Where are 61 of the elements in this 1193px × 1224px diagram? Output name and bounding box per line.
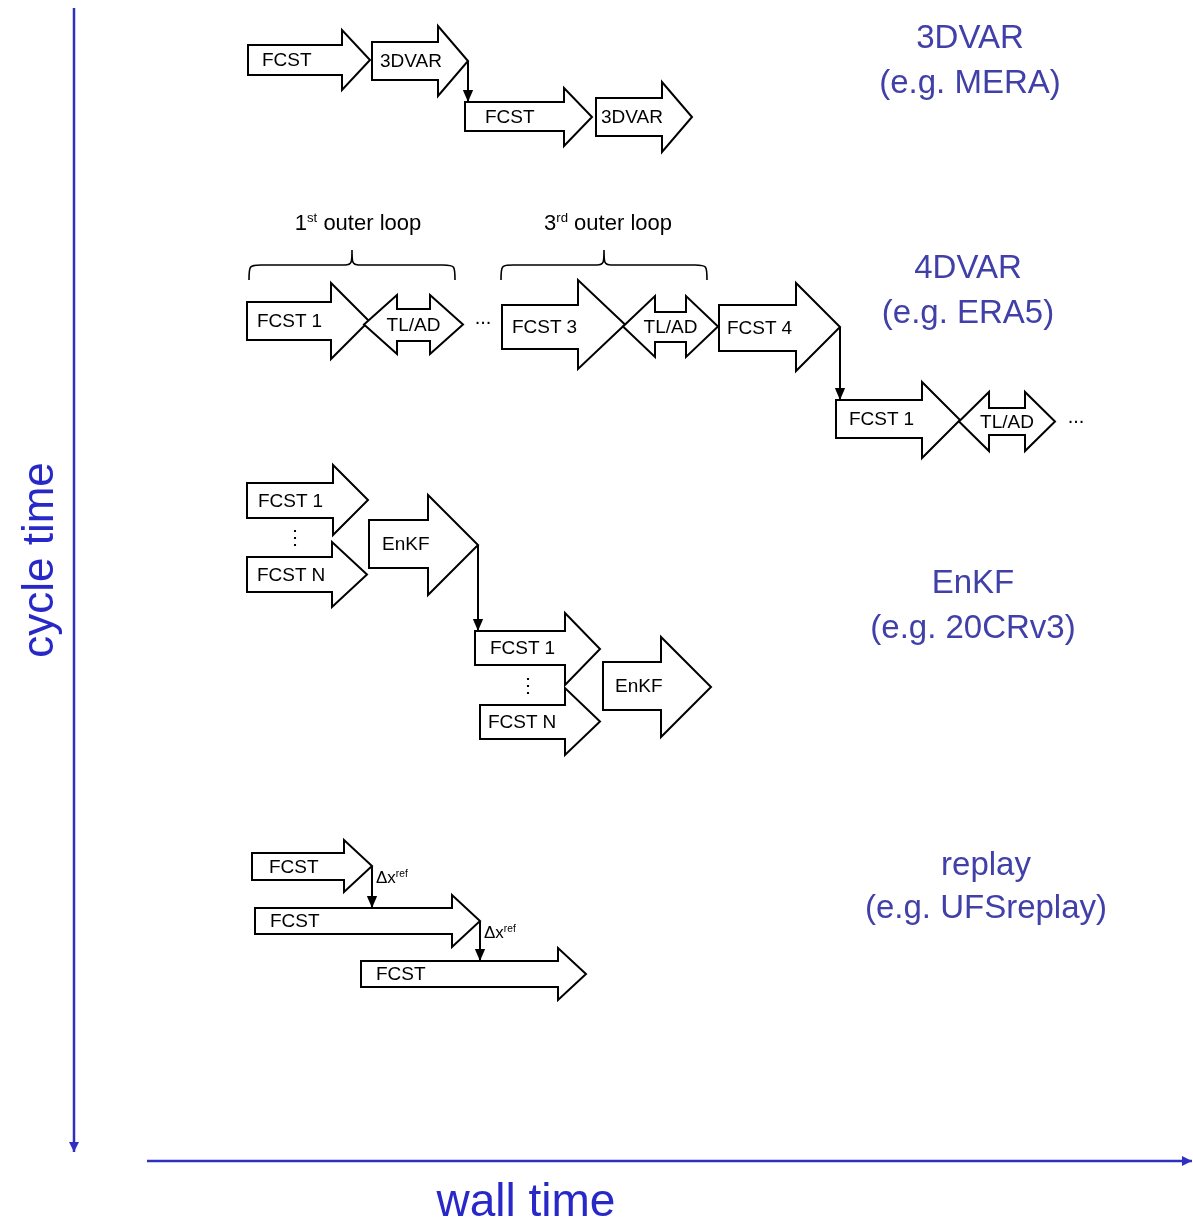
annotation-text: 1$^{st}$ outer loop	[294, 210, 422, 236]
step-label: FCST	[269, 855, 319, 878]
step-label: FCST 1	[490, 637, 556, 659]
axis-title: cycle time	[12, 462, 63, 658]
step-label: EnKF	[382, 533, 430, 555]
process-step	[719, 283, 840, 371]
arrow	[834, 326, 846, 401]
step-label: FCST	[270, 910, 320, 932]
arrow	[474, 920, 486, 962]
step-label: FCST N	[257, 563, 326, 586]
process-step	[247, 283, 369, 359]
process-step	[596, 82, 692, 152]
arrow	[366, 865, 378, 909]
step-label: TL/AD	[386, 314, 441, 336]
arrow	[472, 544, 484, 632]
process-step	[502, 280, 625, 369]
step-label: FCST N	[488, 711, 557, 733]
step-label: FCST 1	[257, 310, 323, 332]
method-label: replay	[941, 845, 1031, 883]
step-label: TL/AD	[643, 316, 698, 338]
method-label: EnKF	[931, 563, 1015, 601]
axis-title: wall time	[436, 1174, 616, 1224]
method-label: (e.g. 20CRv3)	[870, 608, 1076, 646]
method-label: (e.g. UFSreplay)	[864, 888, 1108, 926]
process-step	[603, 637, 711, 737]
annotation-text: 3$^{rd}$ outer loop	[544, 210, 672, 236]
method-label: (e.g. ERA5)	[881, 293, 1055, 331]
tl-ad-step	[364, 295, 463, 354]
process-step	[372, 26, 468, 96]
step-label: FCST	[262, 49, 312, 71]
process-step	[247, 465, 368, 535]
step-label: FCST 4	[727, 317, 793, 339]
step-label: FCST 1	[849, 408, 915, 430]
process-step	[248, 30, 370, 90]
tl-ad-step	[959, 392, 1055, 451]
process-step	[465, 88, 592, 146]
process-step	[361, 948, 586, 1000]
step-label: 3DVAR	[380, 50, 442, 72]
step-label: FCST	[376, 963, 426, 985]
process-step	[369, 495, 478, 595]
process-step	[252, 840, 372, 892]
step-label: FCST 1	[258, 489, 324, 512]
process-step	[255, 895, 480, 947]
step-label: 3DVAR	[601, 106, 663, 128]
step-label: EnKF	[615, 675, 663, 697]
process-step	[480, 688, 600, 755]
tl-ad-step	[623, 296, 718, 357]
annotation-text: ...	[1067, 405, 1085, 428]
arrow	[462, 60, 474, 103]
step-label: FCST	[485, 105, 535, 128]
annotation-text: ⋮	[285, 526, 305, 549]
step-label: TL/AD	[980, 410, 1034, 433]
method-label: (e.g. MERA)	[879, 63, 1061, 101]
method-label: 3DVAR	[916, 18, 1024, 56]
annotation-text: ⋮	[518, 674, 538, 697]
method-label: 4DVAR	[914, 248, 1022, 286]
annotation-text: ...	[474, 306, 492, 329]
process-step	[475, 613, 600, 685]
process-step	[247, 542, 367, 607]
step-label: FCST 3	[512, 316, 578, 338]
process-step	[836, 382, 960, 458]
